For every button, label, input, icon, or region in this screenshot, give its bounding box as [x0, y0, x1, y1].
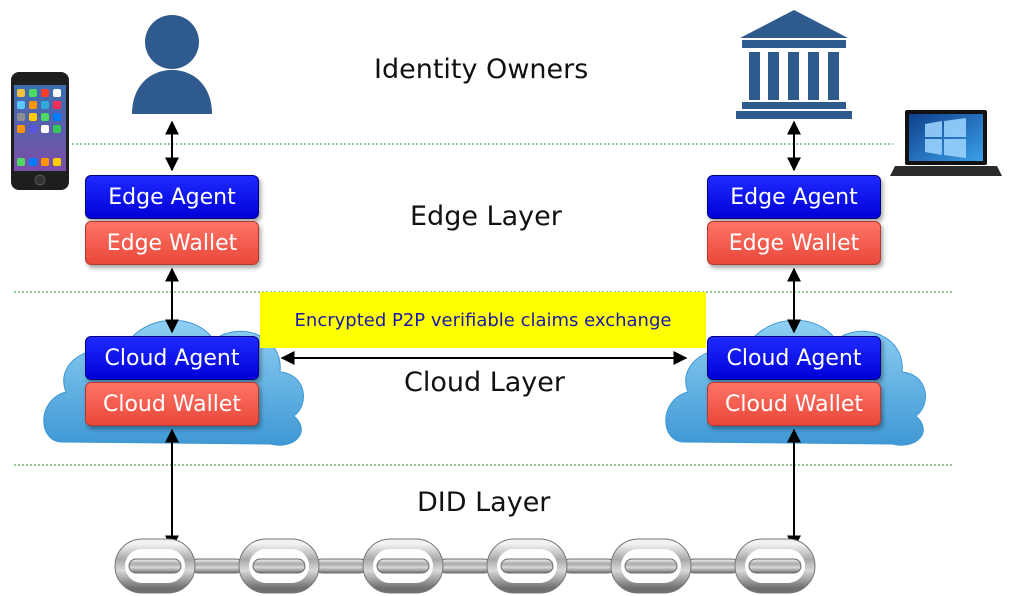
- right-cloud-agent: Cloud Agent: [707, 336, 881, 380]
- left-edge-wallet: Edge Wallet: [85, 221, 259, 265]
- left-cloud-wallet: Cloud Wallet: [85, 382, 259, 426]
- chain-link-outline: [362, 538, 444, 594]
- chain-link: [686, 558, 740, 574]
- chain-link: [252, 558, 306, 574]
- chain-link: [363, 539, 443, 593]
- right-cloud-wallet: Cloud Wallet: [707, 382, 881, 426]
- p2p-exchange-banner: Encrypted P2P verifiable claims exchange: [260, 292, 706, 348]
- laptop-icon: [890, 110, 1002, 176]
- right-edge-wallet: Edge Wallet: [707, 221, 881, 265]
- chain-link: [735, 539, 815, 593]
- chain-link-outline: [114, 538, 196, 594]
- bank-icon: [736, 10, 852, 119]
- chain-link: [487, 539, 567, 593]
- person-icon: [132, 15, 212, 114]
- left-edge-agent: Edge Agent: [85, 175, 259, 219]
- chain-link: [438, 558, 492, 574]
- chain-link: [239, 539, 319, 593]
- chain-link: [500, 558, 554, 574]
- did-layer-title: DID Layer: [417, 487, 551, 518]
- chain-link: [115, 539, 195, 593]
- chain-link-outline: [486, 538, 568, 594]
- chain-link-outline: [610, 538, 692, 594]
- left-cloud-agent: Cloud Agent: [85, 336, 259, 380]
- chain-link: [624, 558, 678, 574]
- edge-layer-title: Edge Layer: [410, 201, 562, 232]
- cloud-layer-title: Cloud Layer: [404, 367, 565, 398]
- chain-icon: [114, 538, 816, 594]
- chain-link: [748, 558, 802, 574]
- chain-link: [376, 558, 430, 574]
- chain-link: [314, 558, 368, 574]
- identity-owners-title: Identity Owners: [374, 54, 589, 85]
- chain-link: [611, 539, 691, 593]
- chain-link-outline: [734, 538, 816, 594]
- chain-link-outline: [238, 538, 320, 594]
- chain-link: [562, 558, 616, 574]
- chain-link: [190, 558, 244, 574]
- right-edge-agent: Edge Agent: [707, 175, 881, 219]
- chain-link: [128, 558, 182, 574]
- smartphone-icon: [11, 72, 69, 190]
